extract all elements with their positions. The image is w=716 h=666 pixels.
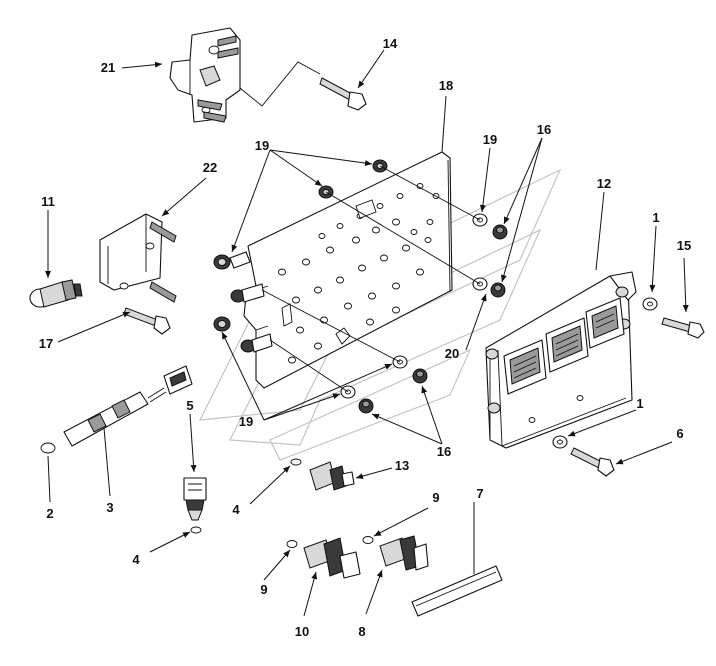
o-ring-4-upper: [290, 458, 302, 466]
callout-6: 6: [676, 426, 684, 441]
callout-8: 8: [358, 624, 366, 639]
callout-15: 15: [676, 238, 692, 253]
callout-3: 3: [106, 500, 114, 515]
mounting-plate-18: [243, 151, 453, 389]
callout-11: 11: [41, 194, 55, 209]
bolt-14: [319, 77, 367, 111]
callout-4-upper: 4: [232, 502, 240, 517]
callout-4-lower: 4: [132, 552, 140, 567]
ecm-connector-c: [585, 297, 625, 349]
ecm-connector-a: [503, 339, 547, 395]
sensor-10: [303, 537, 361, 579]
sensor-11: [29, 279, 83, 308]
callout-13: 13: [394, 458, 410, 473]
callout-9-upper: 9: [432, 490, 440, 505]
callout-14: 14: [382, 36, 398, 51]
callout-16-lower: 16: [436, 444, 452, 459]
callout-20: 20: [444, 346, 460, 361]
bracket-22: [99, 213, 177, 303]
callout-12: 12: [596, 176, 612, 191]
bolt-6: [570, 447, 615, 477]
callout-2: 2: [46, 506, 54, 521]
bolt-17: [123, 307, 171, 335]
callout-22: 22: [202, 160, 218, 175]
bracket-21: [169, 27, 241, 123]
o-ring-4-lower: [190, 526, 202, 534]
callout-7: 7: [476, 486, 484, 501]
label-strip-7: [411, 565, 503, 617]
callout-21: 21: [100, 60, 116, 75]
o-ring-2: [40, 442, 56, 454]
washers-and-nuts: [261, 165, 508, 414]
leader-lines: [45, 49, 689, 617]
bolt-15: [661, 317, 705, 339]
callout-10: 10: [294, 624, 310, 639]
callout-1-upper: 1: [652, 210, 660, 225]
sensor-3-harness: [63, 365, 193, 447]
callout-19-upper-right: 19: [482, 132, 498, 147]
sensor-13: [309, 461, 355, 491]
callout-17: 17: [38, 336, 54, 351]
callout-9-lower: 9: [260, 582, 268, 597]
callout-5: 5: [186, 398, 194, 413]
isolator-19-group: [213, 159, 388, 353]
sensor-5: [183, 477, 207, 521]
callout-16-upper: 16: [536, 122, 552, 137]
sensor-8: [379, 535, 429, 571]
o-ring-9-lower: [286, 540, 298, 548]
callout-19-lower: 19: [238, 414, 254, 429]
callout-1-lower: 1: [636, 396, 644, 411]
callout-18: 18: [438, 78, 454, 93]
washer-1-upper: [642, 297, 658, 311]
ecm-module-12: [485, 271, 637, 449]
o-ring-9-upper: [362, 536, 374, 544]
washer-1-lower: [552, 435, 568, 449]
callout-19-upper-left: 19: [254, 138, 270, 153]
ecm-connector-b: [545, 317, 589, 373]
